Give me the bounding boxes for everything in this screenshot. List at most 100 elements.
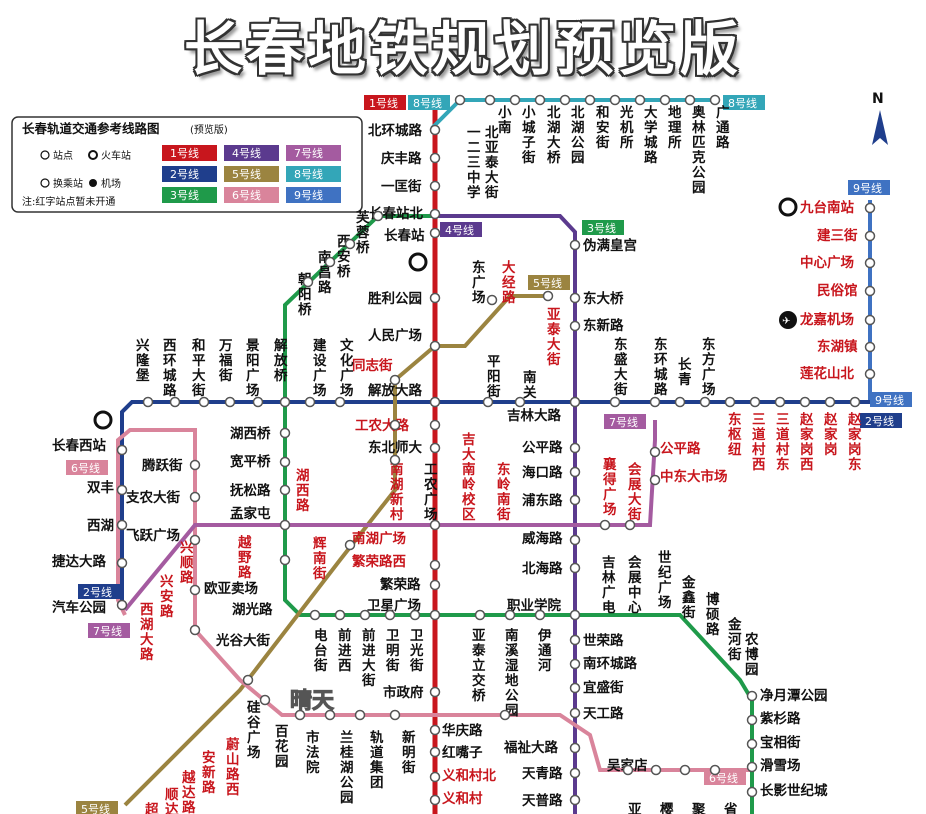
station-dot[interactable] bbox=[429, 724, 441, 736]
station-dot[interactable] bbox=[429, 208, 441, 220]
station-label-weishan[interactable]: 蔚山路西 bbox=[226, 736, 240, 798]
station-dot[interactable] bbox=[649, 396, 661, 408]
station-dot[interactable] bbox=[864, 202, 876, 214]
station-dot[interactable] bbox=[864, 341, 876, 353]
station-dot[interactable] bbox=[429, 180, 441, 192]
station-dot[interactable] bbox=[599, 519, 611, 531]
station-label-baihua[interactable]: 百花园 bbox=[275, 724, 289, 770]
station-dot[interactable] bbox=[569, 658, 581, 670]
station-dot[interactable] bbox=[542, 290, 554, 302]
station-dot[interactable] bbox=[569, 396, 581, 408]
station-dot[interactable] bbox=[429, 579, 441, 591]
station-label-feiyue[interactable]: 飞跃广场 bbox=[126, 527, 180, 544]
station-dot[interactable] bbox=[324, 709, 336, 721]
station-dot[interactable] bbox=[334, 609, 346, 621]
station-dot[interactable] bbox=[569, 320, 581, 332]
station-dot[interactable] bbox=[474, 609, 486, 621]
station-dot[interactable] bbox=[622, 764, 634, 776]
station-label-haikou[interactable]: 海口路 bbox=[522, 464, 563, 481]
station-label-yihecun[interactable]: 义和村 bbox=[442, 790, 483, 807]
station-label-tengyue[interactable]: 腾跃街 bbox=[142, 457, 183, 474]
station-label-xihuan[interactable]: 西环城路 bbox=[163, 338, 177, 399]
station-label-donghu[interactable]: 东湖镇 bbox=[817, 338, 858, 355]
station-dot[interactable] bbox=[429, 227, 441, 239]
station-dot[interactable] bbox=[634, 94, 646, 106]
station-label-xinming[interactable]: 新明街 bbox=[401, 729, 416, 776]
station-dot[interactable] bbox=[429, 519, 441, 531]
station-dot[interactable] bbox=[429, 794, 441, 806]
station-dot[interactable] bbox=[569, 494, 581, 506]
station-label-lianhua[interactable]: 莲花山北 bbox=[800, 365, 854, 382]
station-label-qianjin[interactable]: 前进西 bbox=[338, 627, 352, 674]
station-label-yatai[interactable]: 亚泰大街 bbox=[546, 307, 561, 368]
station-dot[interactable] bbox=[569, 609, 581, 621]
station-label-pingyang[interactable]: 平阳街 bbox=[486, 354, 501, 400]
station-label-xiangtan[interactable]: 襄得广场 bbox=[602, 456, 617, 518]
station-label-yitong[interactable]: 伊通河 bbox=[537, 627, 552, 674]
station-dot[interactable] bbox=[569, 442, 581, 454]
station-dot[interactable] bbox=[499, 709, 511, 721]
station-label-shifayuan[interactable]: 市法院 bbox=[306, 729, 320, 776]
station-dot[interactable] bbox=[569, 794, 581, 806]
station-label-jiefangqiao[interactable]: 解放桥 bbox=[273, 337, 288, 384]
station-dot[interactable] bbox=[746, 714, 758, 726]
station-dot[interactable] bbox=[534, 609, 546, 621]
station-label-sandaodong[interactable]: 三道村东 bbox=[776, 412, 790, 473]
station-label-ya[interactable]: 亚 bbox=[628, 802, 642, 814]
station-dot[interactable] bbox=[774, 396, 786, 408]
station-label-tonglian[interactable]: 同志街 bbox=[352, 357, 393, 374]
station-label-jilinguangdian[interactable]: 吉林广电 bbox=[602, 554, 616, 616]
station-dot[interactable] bbox=[116, 484, 128, 496]
station-dot[interactable] bbox=[569, 534, 581, 546]
station-label-weiming[interactable]: 卫明街 bbox=[385, 628, 400, 674]
station-label-changqing[interactable]: 长青 bbox=[678, 356, 692, 388]
station-dot[interactable] bbox=[674, 396, 686, 408]
station-dot[interactable] bbox=[279, 427, 291, 439]
station-label-heping[interactable]: 和平大街 bbox=[191, 338, 206, 399]
station-dot[interactable] bbox=[279, 519, 291, 531]
station-label-lanqi[interactable]: 兰桂湖公园 bbox=[339, 729, 354, 806]
station-dot[interactable] bbox=[116, 444, 128, 456]
station-dot[interactable] bbox=[509, 94, 521, 106]
station-label-jinhe[interactable]: 金河街 bbox=[727, 616, 742, 663]
station-dot[interactable] bbox=[389, 374, 401, 386]
station-label-beiyatai[interactable]: 北亚泰大街 bbox=[484, 125, 499, 201]
station-label-jida[interactable]: 吉大南岭校区 bbox=[462, 431, 476, 523]
station-dot[interactable] bbox=[429, 292, 441, 304]
station-dot[interactable] bbox=[324, 256, 336, 268]
station-dot[interactable] bbox=[799, 396, 811, 408]
station-label-shuangfeng[interactable]: 双丰 bbox=[87, 479, 114, 496]
station-label-xingan[interactable]: 兴安路 bbox=[160, 573, 174, 620]
station-label-weihai[interactable]: 威海路 bbox=[522, 530, 563, 547]
station-dot[interactable] bbox=[429, 152, 441, 164]
station-label-donghuan[interactable]: 东环城路 bbox=[654, 336, 668, 398]
station-label-huxilu[interactable]: 湖西路 bbox=[296, 468, 310, 514]
station-dot[interactable] bbox=[142, 396, 154, 408]
station-label-nanxi[interactable]: 南溪湿地公园 bbox=[505, 627, 519, 719]
station-label-minsu[interactable]: 民俗馆 bbox=[817, 282, 858, 299]
station-label-jianshe[interactable]: 建设广场 bbox=[312, 337, 327, 399]
station-label-boshuo[interactable]: 博硕路 bbox=[706, 591, 720, 638]
station-dot[interactable] bbox=[649, 446, 661, 458]
station-label-dongguangchang[interactable]: 东广场 bbox=[472, 259, 486, 306]
station-dot[interactable] bbox=[242, 674, 254, 686]
station-dot[interactable] bbox=[252, 396, 264, 408]
station-label-dongsheng[interactable]: 东盛大街 bbox=[613, 336, 628, 398]
station-dot[interactable] bbox=[746, 738, 758, 750]
station-label-jianshan[interactable]: 建三街 bbox=[816, 227, 858, 244]
station-label-diangu[interactable]: 电台街 bbox=[313, 627, 328, 674]
station-label-fanrong[interactable]: 繁荣路 bbox=[379, 576, 421, 593]
station-dot[interactable] bbox=[746, 761, 758, 773]
station-label-yuenao[interactable]: 越野路 bbox=[237, 534, 252, 581]
station-dot[interactable] bbox=[116, 519, 128, 531]
station-label-wenhua[interactable]: 文化广场 bbox=[340, 337, 354, 399]
station-dot[interactable] bbox=[746, 690, 758, 702]
station-label-yuedagang[interactable]: 越达路 bbox=[181, 769, 196, 814]
station-label-dongling[interactable]: 东岭南街 bbox=[496, 461, 511, 523]
station-label-dongshu[interactable]: 东枢纽 bbox=[728, 411, 742, 458]
station-dot[interactable] bbox=[429, 609, 441, 621]
station-label-xinglong[interactable]: 兴隆堡 bbox=[136, 337, 150, 384]
station-label-huxiqiao[interactable]: 湖西桥 bbox=[230, 425, 271, 442]
station-label-yiheli[interactable]: 义和村北 bbox=[442, 767, 496, 784]
station-dot[interactable] bbox=[409, 609, 421, 621]
